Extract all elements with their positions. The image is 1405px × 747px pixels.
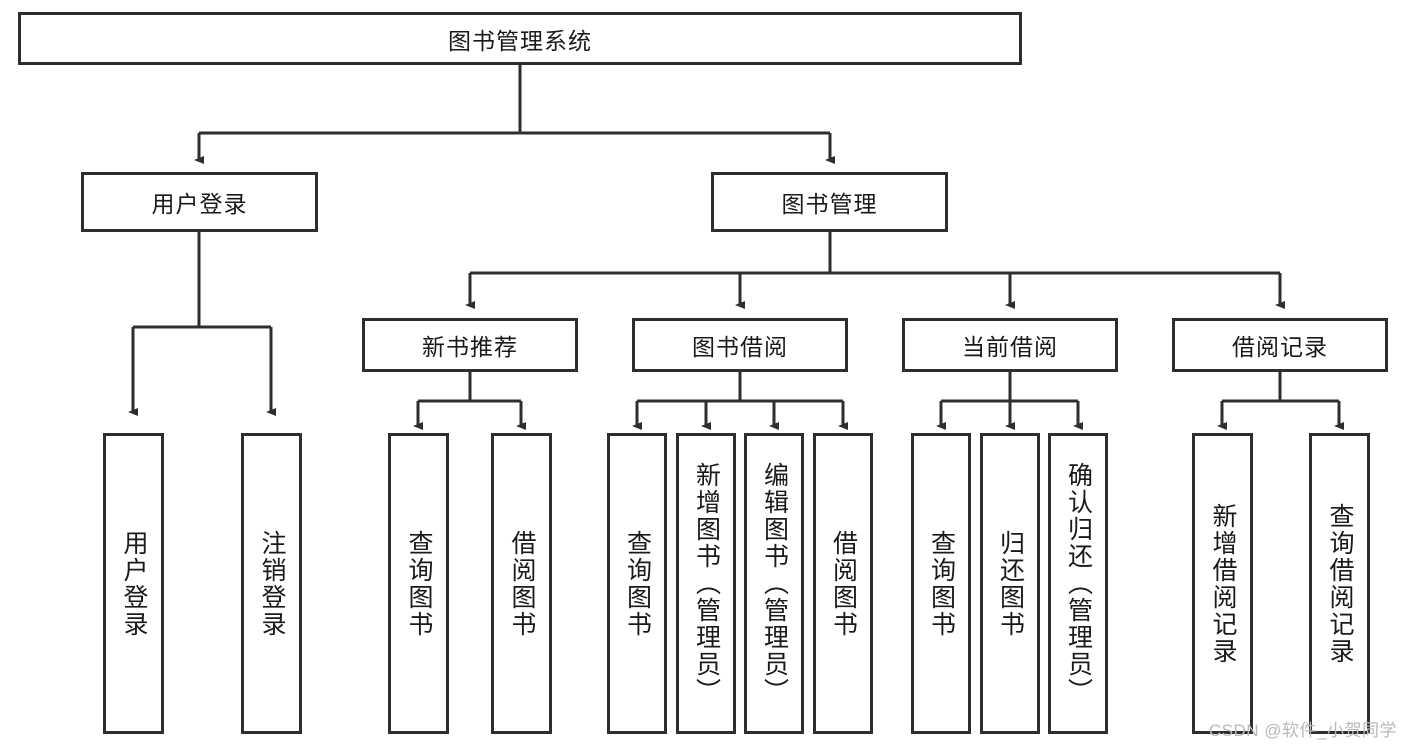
node-borrow-record-label: 借阅记录 (1232, 334, 1328, 360)
leaf-borrow-book-1-label: 借阅图书 (508, 529, 536, 638)
leaf-query-book-2-label: 查询图书 (623, 529, 652, 638)
node-book-borrow-label: 图书借阅 (692, 334, 788, 360)
node-book-borrow[interactable]: 图书借阅 (632, 318, 848, 372)
leaf-add-book[interactable]: 新增图书（管理员） (676, 433, 736, 734)
leaf-edit-book[interactable]: 编辑图书（管理员） (744, 433, 804, 734)
node-user-login[interactable]: 用户登录 (81, 172, 318, 232)
leaf-borrow-book-2[interactable]: 借阅图书 (813, 433, 873, 734)
csdn-watermark: CSDN @软件_小贺同学 (1208, 721, 1397, 740)
node-new-book-rec[interactable]: 新书推荐 (362, 318, 578, 372)
node-root[interactable]: 图书管理系统 (18, 12, 1022, 65)
leaf-add-record-label: 新增借阅记录 (1209, 502, 1237, 665)
leaf-add-book-label: 新增图书（管理员） (692, 462, 721, 705)
node-book-manage-label: 图书管理 (781, 191, 878, 217)
node-current-borrow[interactable]: 当前借阅 (902, 318, 1118, 372)
leaf-user-login[interactable]: 用户登录 (103, 433, 164, 734)
leaf-query-book-2[interactable]: 查询图书 (607, 433, 667, 734)
leaf-logout-label: 注销登录 (258, 529, 286, 638)
leaf-query-book-1[interactable]: 查询图书 (388, 433, 449, 734)
leaf-logout[interactable]: 注销登录 (241, 433, 302, 734)
leaf-confirm-return[interactable]: 确认归还（管理员） (1048, 433, 1108, 734)
leaf-query-book-1-label: 查询图书 (405, 529, 433, 638)
leaf-query-record[interactable]: 查询借阅记录 (1309, 433, 1370, 734)
leaf-edit-book-label: 编辑图书（管理员） (760, 462, 789, 705)
leaf-query-record-label: 查询借阅记录 (1326, 502, 1354, 665)
leaf-return-book[interactable]: 归还图书 (980, 433, 1040, 734)
leaf-add-record[interactable]: 新增借阅记录 (1192, 433, 1253, 734)
node-current-borrow-label: 当前借阅 (962, 334, 1058, 360)
node-new-book-rec-label: 新书推荐 (422, 334, 518, 360)
leaf-borrow-book-1[interactable]: 借阅图书 (491, 433, 552, 734)
node-borrow-record[interactable]: 借阅记录 (1172, 318, 1388, 372)
leaf-user-login-label: 用户登录 (120, 529, 148, 638)
leaf-query-book-3[interactable]: 查询图书 (911, 433, 971, 734)
leaf-borrow-book-2-label: 借阅图书 (829, 529, 858, 638)
leaf-query-book-3-label: 查询图书 (927, 529, 956, 638)
leaf-confirm-return-label: 确认归还（管理员） (1064, 462, 1093, 705)
node-user-login-label: 用户登录 (151, 191, 248, 217)
node-root-label: 图书管理系统 (448, 27, 592, 54)
node-book-manage[interactable]: 图书管理 (711, 172, 948, 232)
leaf-return-book-label: 归还图书 (996, 529, 1025, 638)
